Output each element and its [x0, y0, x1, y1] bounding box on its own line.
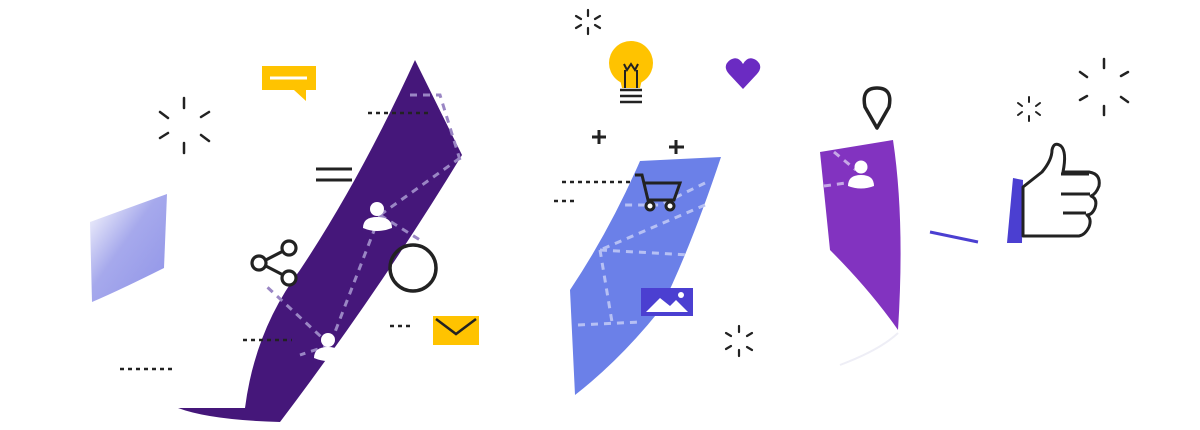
band-shadow	[839, 332, 899, 366]
sparkle-icon	[574, 8, 602, 36]
middle-cluster	[554, 8, 761, 395]
thumb-cuff	[1007, 178, 1023, 243]
light-panel	[90, 194, 167, 302]
blue-band	[570, 157, 721, 395]
blue-stroke	[929, 230, 979, 244]
right-cluster	[820, 57, 1130, 366]
dash-lines-middle	[554, 180, 633, 203]
route-lines	[263, 93, 462, 357]
sparkle-icon	[724, 324, 754, 358]
user-icon	[848, 160, 874, 189]
user-icon	[363, 202, 392, 231]
violet-band	[820, 140, 901, 330]
sparkle-icon	[1017, 96, 1041, 122]
lightbulb-icon	[609, 41, 653, 104]
equals-icon	[316, 167, 352, 182]
user-icon	[314, 333, 342, 361]
speech-bubble-icon	[262, 66, 316, 101]
envelope-icon	[433, 316, 479, 345]
route-lines	[577, 181, 706, 327]
plus-icon	[669, 140, 684, 154]
sparkle-icon	[158, 96, 211, 155]
image-icon	[641, 288, 693, 316]
heart-icon	[725, 58, 761, 89]
share-icon	[250, 239, 298, 287]
thumbs-up-icon	[1021, 142, 1101, 238]
dash-lines-left	[120, 111, 432, 371]
sparkle-icon	[1078, 57, 1130, 117]
plus-icon	[592, 130, 606, 144]
circle-outline-icon	[388, 243, 438, 293]
dark-purple-band	[178, 60, 462, 422]
map-pin-icon	[862, 86, 892, 130]
shopping-cart-icon	[635, 173, 683, 212]
route-lines	[823, 150, 857, 188]
left-cluster	[90, 60, 479, 422]
